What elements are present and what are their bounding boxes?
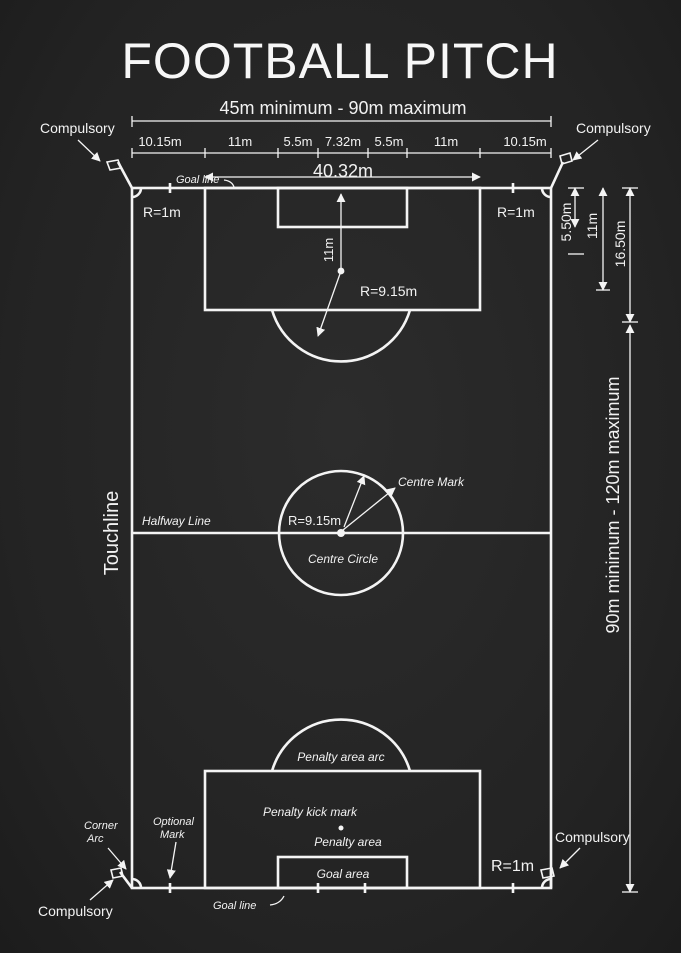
centre-mark-label: Centre Mark: [398, 475, 465, 489]
centre-mark-arrow: [342, 487, 396, 531]
goal-line-bottom-pointer: [269, 895, 285, 906]
pitch-boundary: [130, 186, 553, 890]
corner-radius-bottom-right-label: R=1m: [491, 858, 534, 875]
top-penalty-arc: [270, 309, 412, 363]
corner-radius-top-left-label: R=1m: [143, 204, 181, 220]
corner-arc-label-line1: Corner: [84, 820, 119, 832]
dim-a-label: 11m: [228, 134, 252, 149]
penalty-area-arc-label: Penalty area arc: [297, 750, 384, 764]
compulsory-bottom-left-arrow: [89, 879, 114, 901]
dim-left-label: 10.15m: [138, 134, 181, 149]
optional-marks: [168, 183, 515, 893]
corner-arc-label-line2: Arc: [86, 833, 104, 845]
dim-c-label: 7.32m: [325, 134, 361, 149]
box-width-label: 40.32m: [313, 161, 373, 181]
goal-line-top-pointer: [223, 179, 235, 188]
penalty-area-depth-label: 16.50m: [612, 221, 628, 268]
spot-distance-label: 11m: [321, 238, 336, 262]
optional-mark-arrow: [166, 841, 177, 879]
compulsory-bottom-right-label: Compulsory: [555, 829, 630, 845]
arc-radius-arrow: [316, 270, 342, 337]
corner-arc-top-left: [131, 187, 143, 199]
compulsory-bottom-left-label: Compulsory: [38, 903, 113, 919]
dim-e-label: 11m: [434, 134, 458, 149]
diagram-title: FOOTBALL PITCH: [121, 33, 558, 89]
penalty-spot-distance-label: 11m: [584, 213, 600, 239]
penalty-kick-mark-label: Penalty kick mark: [263, 805, 358, 819]
goal-line-bottom-label: Goal line: [213, 900, 256, 912]
optional-mark-label-line1: Optional: [153, 816, 195, 828]
arc-radius-label: R=9.15m: [360, 283, 417, 299]
length-label: 90m minimum - 120m maximum: [603, 376, 623, 633]
corner-arc-arrow: [107, 847, 127, 870]
compulsory-top-right-label: Compulsory: [576, 120, 651, 136]
dim-right-label: 10.15m: [503, 134, 546, 149]
dim-d-label: 5.5m: [375, 134, 404, 149]
centre-circle-label: Centre Circle: [308, 552, 378, 566]
bottom-goal-area: [276, 855, 409, 890]
centre-radius-label: R=9.15m: [288, 513, 341, 528]
right-dimensions: [568, 187, 638, 893]
dim-b-label: 5.5m: [284, 134, 313, 149]
compulsory-top-left-arrow: [77, 139, 101, 162]
centre-circle: [277, 469, 405, 597]
compulsory-top-right-arrow: [572, 139, 599, 161]
touchline-label: Touchline: [101, 491, 123, 576]
bottom-penalty-spot: [338, 825, 344, 831]
compulsory-top-left-label: Compulsory: [40, 120, 115, 136]
corner-arc-bottom-right: [540, 877, 552, 889]
optional-mark-label-line2: Mark: [160, 829, 185, 841]
centre-mark: [337, 529, 345, 537]
bottom-penalty-arc: [270, 718, 412, 772]
corner-arc-top-right: [540, 187, 552, 199]
top-goal-area: [276, 186, 409, 229]
halfway-line-label: Halfway Line: [142, 514, 211, 528]
penalty-area-label: Penalty area: [314, 835, 382, 849]
corner-arc-bottom-left: [131, 877, 143, 889]
compulsory-bottom-right-arrow: [559, 847, 581, 869]
width-label: 45m minimum - 90m maximum: [219, 98, 466, 118]
segment-dimensions: [131, 148, 552, 158]
centre-radius-arrow: [343, 475, 366, 528]
top-penalty-area: [203, 186, 482, 312]
goal-area-label: Goal area: [317, 867, 370, 881]
goal-area-depth-label: 5.50m: [558, 203, 574, 242]
corner-radius-top-right-label: R=1m: [497, 204, 535, 220]
goal-line-top-label: Goal line: [176, 174, 219, 186]
